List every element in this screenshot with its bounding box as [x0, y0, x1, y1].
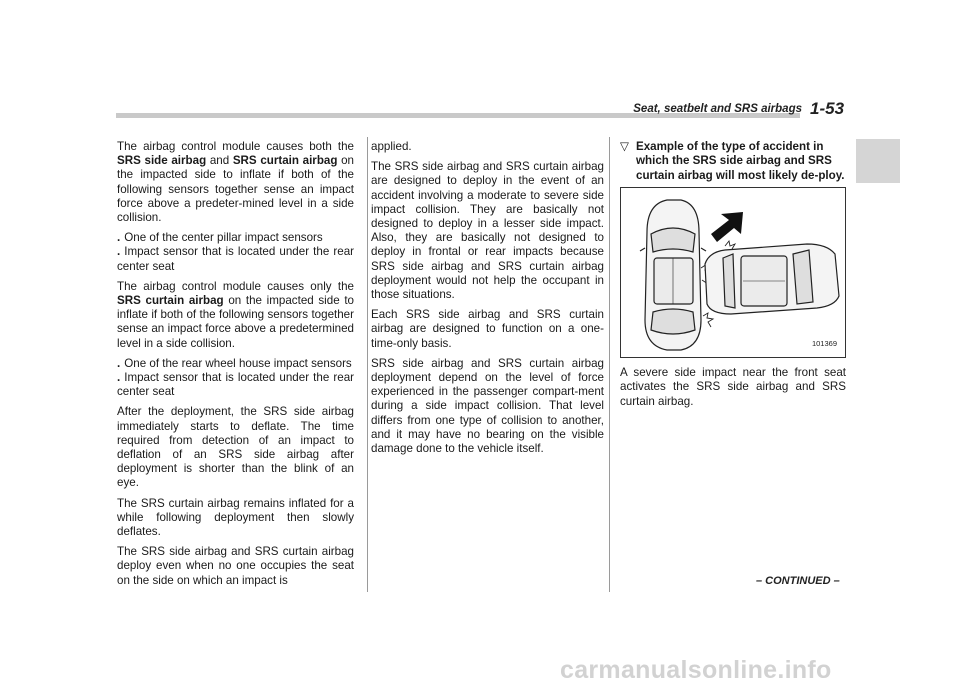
- paragraph: The airbag control module causes both th…: [117, 140, 354, 225]
- page-number: 1-53: [810, 99, 845, 118]
- continued-label: – CONTINUED –: [756, 575, 840, 587]
- figure-id: 101369: [811, 339, 837, 349]
- paragraph: The SRS side airbag and SRS curtain airb…: [117, 545, 354, 587]
- column-3: ▽ Example of the type of accident in whi…: [620, 140, 846, 415]
- side-impact-diagram: [639, 199, 840, 351]
- column-divider-right: [609, 137, 610, 592]
- header-rule: [116, 113, 800, 118]
- bullet-item: .One of the center pillar impact sensors: [117, 231, 323, 245]
- impacting-car-icon: [704, 243, 840, 315]
- paragraph: applied.: [371, 140, 412, 153]
- paragraph: The airbag control module causes only th…: [117, 279, 354, 350]
- column-divider-left: [367, 137, 368, 592]
- paragraph: SRS side airbag and SRS curtain airbag d…: [371, 356, 604, 456]
- section-title: Seat, seatbelt and SRS airbags: [633, 103, 802, 115]
- paragraph: After the deployment, the SRS side airba…: [117, 405, 354, 490]
- column-2: applied. The SRS side airbag and SRS cur…: [371, 140, 604, 462]
- bullet-item: .One of the rear wheel house impact sens…: [117, 356, 352, 370]
- triangle-icon: ▽: [620, 140, 629, 153]
- column-1: The airbag control module causes both th…: [117, 140, 354, 594]
- impact-arrow-icon: [711, 212, 743, 243]
- paragraph: The SRS side airbag and SRS curtain airb…: [371, 160, 604, 302]
- side-impact-illustration: 101369: [620, 187, 846, 359]
- section-tab: [856, 139, 900, 183]
- bullet-item: .Impact sensor that is located under the…: [117, 371, 354, 399]
- bullet-item: .Impact sensor that is located under the…: [117, 245, 354, 273]
- paragraph: Each SRS side airbag and SRS curtain air…: [371, 308, 604, 350]
- watermark-text: carmanualsonline.info: [560, 656, 832, 684]
- figure-caption: A severe side impact near the front seat…: [620, 366, 846, 408]
- struck-car-icon: [639, 199, 707, 351]
- example-heading: ▽ Example of the type of accident in whi…: [620, 140, 845, 182]
- paragraph: The SRS curtain airbag remains inflated …: [117, 496, 354, 539]
